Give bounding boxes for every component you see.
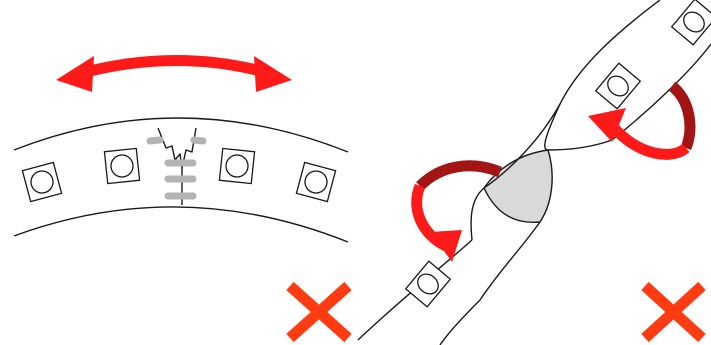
cross-icon — [286, 281, 352, 343]
solder-pads — [146, 136, 207, 200]
led-chip-icon — [594, 62, 642, 110]
led-chip-icon — [295, 161, 337, 203]
twist-arrow-icon — [588, 81, 696, 160]
solder-pad — [190, 136, 207, 145]
crack-icon — [157, 127, 197, 169]
twisted-strip — [357, 0, 711, 345]
strip-top-edge — [13, 117, 349, 153]
cross-icon — [641, 281, 706, 343]
twist-section — [483, 149, 553, 224]
strip-bottom-edge — [13, 206, 349, 243]
led-chip-icon — [670, 0, 711, 46]
solder-pad — [146, 136, 164, 145]
led-chip-icon — [21, 161, 63, 203]
twist-arrow-icon — [411, 160, 503, 262]
led-chip-icon — [103, 147, 141, 185]
led-strip-arc — [13, 117, 349, 243]
double-headed-arrow-icon — [56, 55, 292, 92]
panel-twist — [357, 0, 711, 345]
led-chip-icon — [404, 260, 452, 308]
panel-bend — [13, 55, 352, 343]
led-chip-icon — [218, 147, 256, 185]
